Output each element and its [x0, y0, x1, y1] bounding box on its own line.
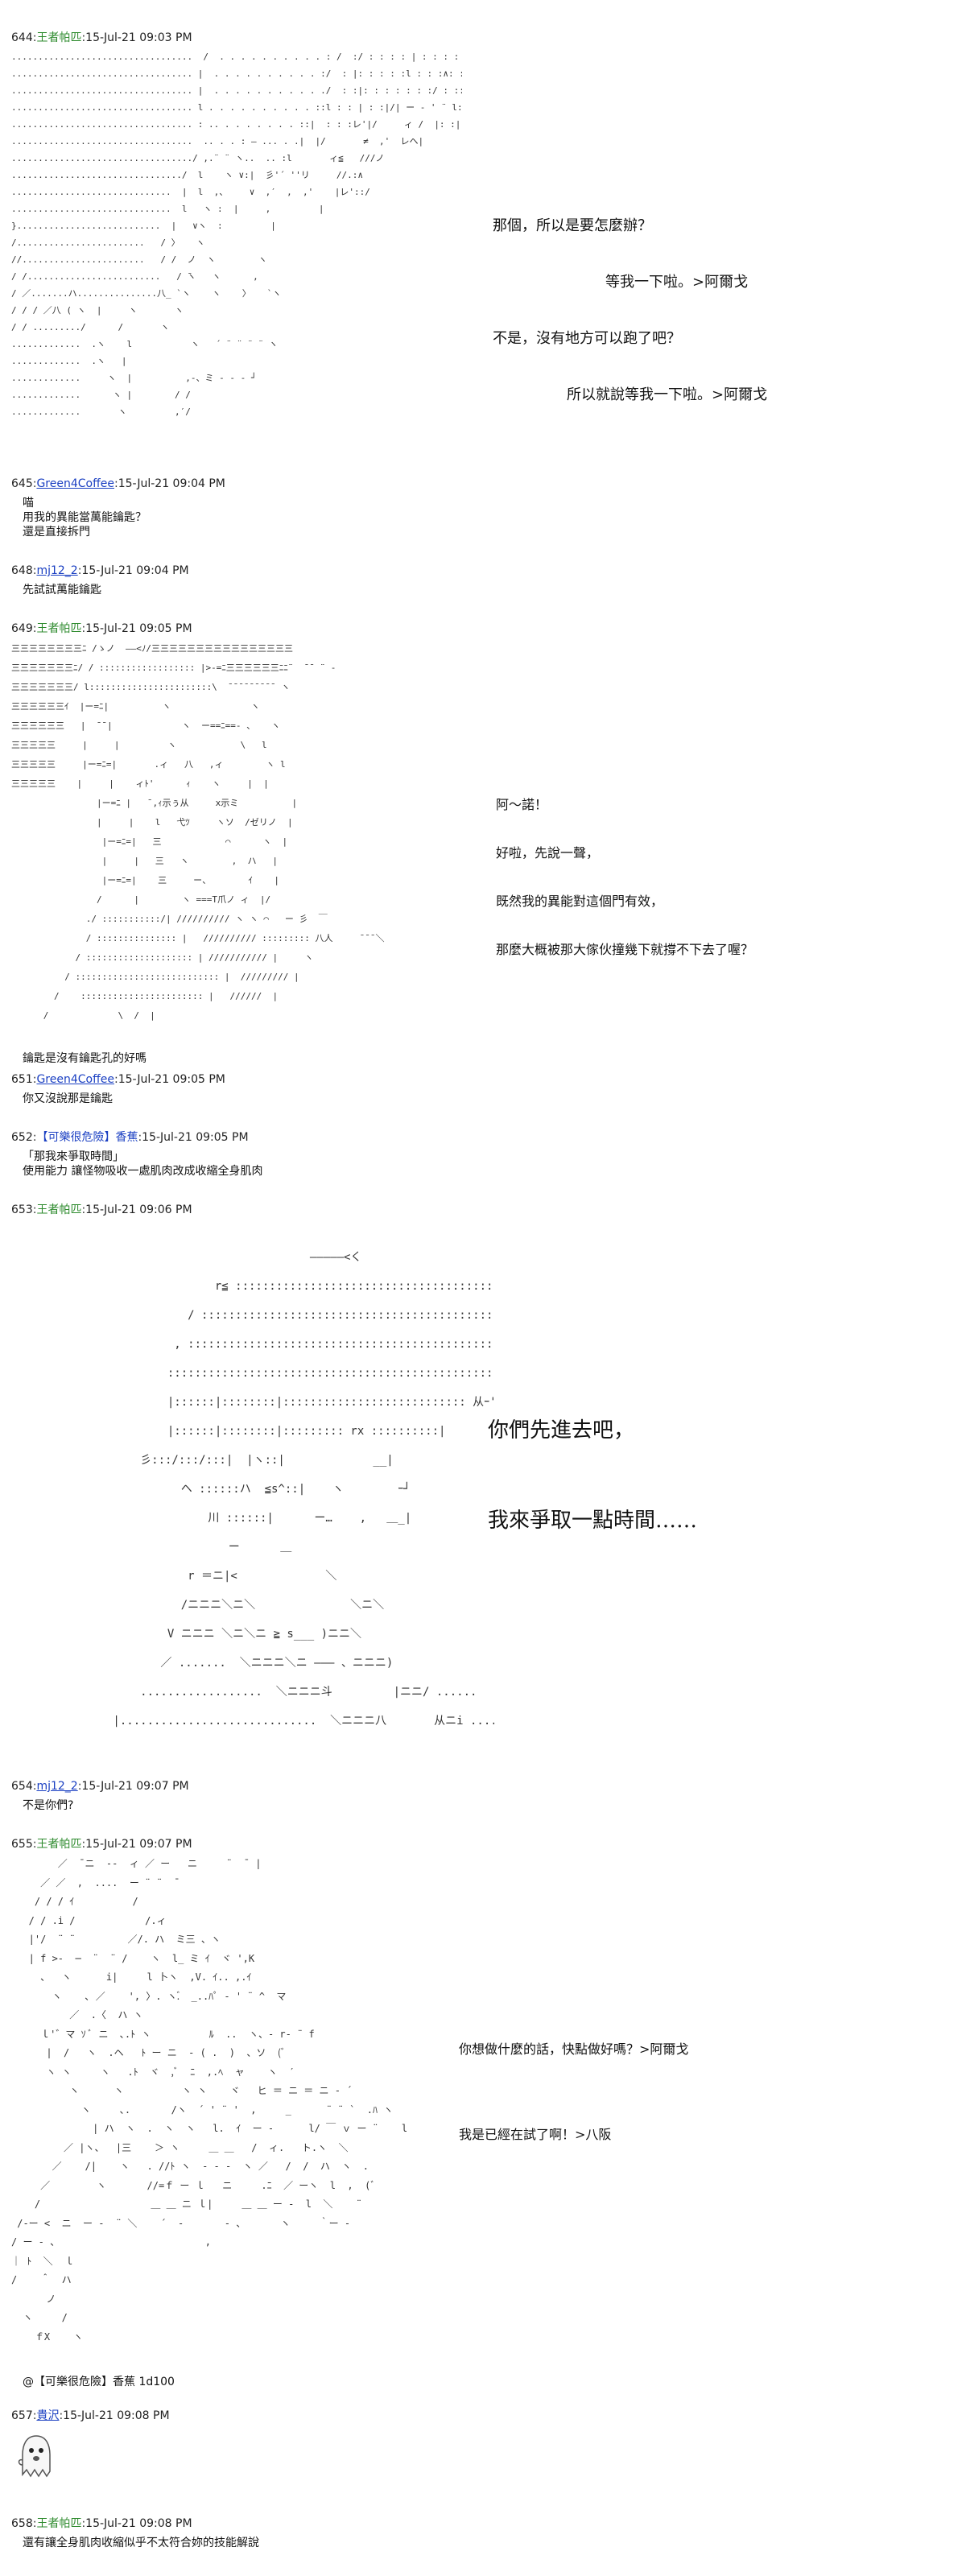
poster-name[interactable]: Green4Coffee [36, 1073, 114, 1086]
post-653: 653:王者帕匹:15-Jul-21 09:06 PM ―――――<く r≦ :… [11, 1203, 953, 1736]
post-657: 657:貴沢:15-Jul-21 09:08 PM [11, 2409, 953, 2478]
post-654: 654:mj12_2:15-Jul-21 09:07 PM 不是你們? [11, 1779, 953, 1813]
post-header: 652:【可樂很危險】香蕉:15-Jul-21 09:05 PM [11, 1131, 249, 1144]
post-date: 15-Jul-21 09:05 PM [85, 622, 192, 635]
poster-name[interactable]: Green4Coffee [36, 477, 114, 490]
post-649: 649:王者帕匹:15-Jul-21 09:05 PM 三三三三三三三三ﾆ /ゝ… [11, 621, 953, 1066]
post-number: 645 [11, 477, 33, 490]
dialogue-line: 所以就說等我一下啦。>阿爾戈 [567, 386, 768, 403]
post-line: 還有讓全身肌肉收縮似乎不太符合妳的技能解說 [23, 2537, 259, 2549]
post-655: 655:王者帕匹:15-Jul-21 09:07 PM ／ ̄ ニ -- ィ ／… [11, 1837, 953, 2389]
poster-name[interactable]: 王者帕匹 [36, 31, 82, 44]
ascii-art: 三三三三三三三三ﾆ /ゝノ ――<ﾉ/三三三三三三三三三三三三三三三三 三三三三… [11, 643, 385, 1021]
post-line: 喵 [23, 497, 34, 510]
dialogue-line: 我來爭取一點時間…… [488, 1509, 698, 1533]
post-number: 655 [11, 1838, 33, 1851]
post-date: 15-Jul-21 09:06 PM [85, 1203, 192, 1216]
ascii-art: ―――――<く r≦ :::::::::::::::::::::::::::::… [113, 1251, 494, 1728]
dialogue-line: 等我一下啦。>阿爾戈 [605, 274, 749, 291]
dialogue-line: 既然我的異能對這個門有效， [496, 894, 664, 909]
poster-name[interactable]: 【可樂很危險】香蕉 [36, 1131, 138, 1144]
poster-name[interactable]: 貴沢 [36, 2409, 60, 2422]
post-date: 15-Jul-21 09:05 PM [118, 1073, 225, 1086]
post-line: 用我的異能當萬能鑰匙？ [23, 511, 147, 524]
dialogue-line: 你們先進去吧， [488, 1418, 635, 1443]
post-644: 644:王者帕匹:15-Jul-21 09:03 PM ............… [11, 31, 953, 435]
post-658: 658:王者帕匹:15-Jul-21 09:08 PM 還有讓全身肌肉收縮似乎不… [11, 2516, 953, 2550]
post-date: 15-Jul-21 09:05 PM [142, 1131, 249, 1144]
post-header: 648:mj12_2:15-Jul-21 09:04 PM [11, 564, 189, 577]
post-body: @【可樂很危險】香蕉 1d100 [23, 2375, 953, 2389]
post-body: 「那我來爭取時間」 使用能力 讓怪物吸收一處肌肉改成收縮全身肌肉 [23, 1150, 953, 1179]
post-645: 645:Green4Coffee:15-Jul-21 09:04 PM 喵 用我… [11, 477, 953, 539]
post-line: 不是你們? [23, 1799, 74, 1812]
dialogue-line: 好啦，先說一聲， [496, 845, 600, 861]
post-body: 不是你們? [23, 1798, 953, 1813]
post-body: 喵 用我的異能當萬能鑰匙？ 還是直接拆門 [23, 496, 953, 539]
dialogue-line: 阿～諾！ [496, 797, 548, 812]
post-body: 先試試萬能鑰匙 [23, 583, 953, 597]
post-date: 15-Jul-21 09:04 PM [81, 564, 189, 577]
post-number: 654 [11, 1780, 33, 1793]
post-number: 648 [11, 564, 33, 577]
post-652: 652:【可樂很危險】香蕉:15-Jul-21 09:05 PM 「那我來爭取時… [11, 1130, 953, 1179]
post-header: 658:王者帕匹:15-Jul-21 09:08 PM [11, 2517, 192, 2530]
dialogue-line: 你想做什麼的話，快點做好嗎？>阿爾戈 [459, 2041, 689, 2057]
post-line: 還是直接拆門 [23, 526, 90, 539]
post-header: 657:貴沢:15-Jul-21 09:08 PM [11, 2409, 170, 2422]
post-line: 鑰匙是沒有鑰匙孔的好嗎 [23, 1052, 147, 1065]
dialogue-line: 不是，沒有地方可以跑了吧？ [493, 330, 681, 347]
post-date: 15-Jul-21 09:03 PM [85, 31, 192, 44]
post-line: 使用能力 讓怪物吸收一處肌肉改成收縮全身肌肉 [23, 1165, 263, 1178]
ghost-sticker-icon [18, 2435, 51, 2478]
poster-name[interactable]: mj12_2 [36, 564, 78, 577]
post-date: 15-Jul-21 09:07 PM [81, 1780, 189, 1793]
poster-name[interactable]: mj12_2 [36, 1780, 78, 1793]
post-line: @【可樂很危險】香蕉 1d100 [23, 2376, 175, 2388]
post-date: 15-Jul-21 09:07 PM [85, 1838, 192, 1851]
post-body: 還有讓全身肌肉收縮似乎不太符合妳的技能解說 [23, 2536, 953, 2550]
post-header: 654:mj12_2:15-Jul-21 09:07 PM [11, 1780, 189, 1793]
post-number: 657 [11, 2409, 33, 2422]
post-651: 651:Green4Coffee:15-Jul-21 09:05 PM 你又沒說… [11, 1072, 953, 1106]
post-line: 「那我來爭取時間」 [23, 1150, 124, 1163]
dialogue-line: 我是已經在試了啊！>八阪 [459, 2127, 612, 2142]
post-number: 653 [11, 1203, 33, 1216]
post-number: 644 [11, 31, 33, 44]
post-line: 你又沒說那是鑰匙 [23, 1092, 113, 1105]
dialogue-line: 那個，所以是要怎麼辦？ [493, 217, 652, 234]
post-date: 15-Jul-21 09:04 PM [118, 477, 225, 490]
ascii-art: ／ ̄ ニ -- ィ ／ ー ニ ¨ ̄ | ／ ／ , .... ー ¨ ¨ … [11, 1858, 408, 2343]
post-number: 658 [11, 2517, 33, 2530]
post-number: 652 [11, 1131, 33, 1144]
dialogue-line: 那麼大概被那大傢伙撞幾下就撐不下去了喔？ [496, 942, 754, 957]
post-header: 655:王者帕匹:15-Jul-21 09:07 PM [11, 1838, 192, 1851]
post-body: 鑰匙是沒有鑰匙孔的好嗎 [23, 1051, 953, 1066]
post-body: 你又沒說那是鑰匙 [23, 1092, 953, 1106]
poster-name[interactable]: 王者帕匹 [36, 1838, 82, 1851]
post-date: 15-Jul-21 09:08 PM [85, 2517, 192, 2530]
post-header: 651:Green4Coffee:15-Jul-21 09:05 PM [11, 1073, 225, 1086]
post-number: 651 [11, 1073, 33, 1086]
post-number: 649 [11, 622, 33, 635]
post-header: 645:Green4Coffee:15-Jul-21 09:04 PM [11, 477, 225, 490]
post-header: 653:王者帕匹:15-Jul-21 09:06 PM [11, 1203, 192, 1216]
post-648: 648:mj12_2:15-Jul-21 09:04 PM 先試試萬能鑰匙 [11, 564, 953, 597]
poster-name[interactable]: 王者帕匹 [36, 622, 82, 635]
post-header: 644:王者帕匹:15-Jul-21 09:03 PM [11, 31, 192, 44]
ascii-art: .................................. / . .… [11, 52, 462, 417]
post-header: 649:王者帕匹:15-Jul-21 09:05 PM [11, 622, 192, 635]
post-line: 先試試萬能鑰匙 [23, 584, 101, 597]
poster-name[interactable]: 王者帕匹 [36, 1203, 82, 1216]
poster-name[interactable]: 王者帕匹 [36, 2517, 82, 2530]
post-date: 15-Jul-21 09:08 PM [63, 2409, 170, 2422]
